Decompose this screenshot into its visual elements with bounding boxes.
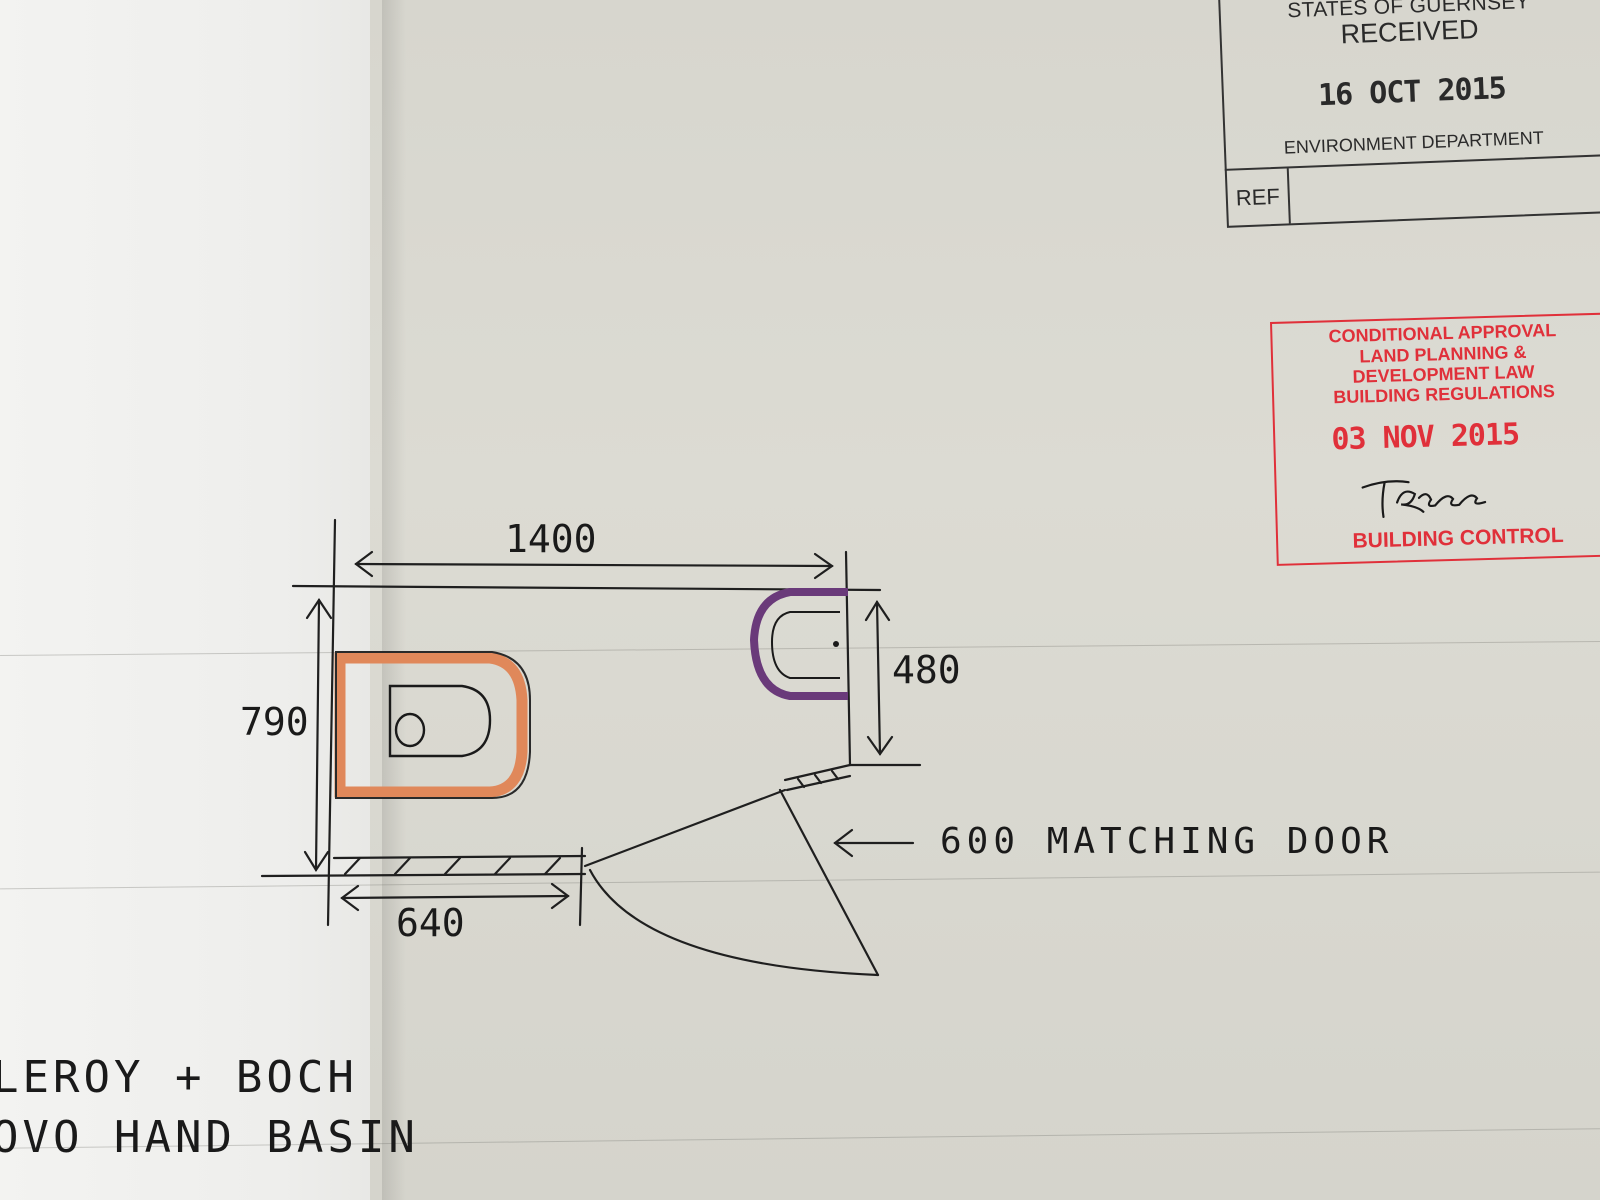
dim-arrow	[303, 850, 330, 873]
approval-stamp: CONDITIONAL APPROVAL LAND PLANNING & DEV…	[1270, 312, 1600, 566]
dim-line-bottom	[340, 894, 570, 900]
dim-label-depth: 790	[240, 700, 309, 744]
approval-signature	[1361, 480, 1487, 519]
approval-stamp-date: 03 NOV 2015	[1330, 417, 1520, 458]
wc-symbol	[334, 651, 531, 799]
door-leaf	[583, 788, 787, 868]
approval-stamp-department: BUILDING CONTROL	[1352, 523, 1564, 553]
basin-symbol	[749, 588, 848, 700]
product-note-model: OVO HAND BASIN	[0, 1112, 419, 1163]
dim-arrow	[305, 598, 333, 620]
dim-arrow	[354, 550, 374, 578]
top-wall	[291, 584, 882, 592]
product-note-brand: LEROY + BOCH	[0, 1052, 358, 1103]
door-note-arrowhead	[833, 828, 854, 858]
dim-arrow	[864, 599, 891, 622]
dim-label-width: 1400	[505, 517, 597, 561]
received-stamp: STATES OF GUERNSEY RECEIVED 16 OCT 2015 …	[1218, 0, 1600, 230]
wall-hatching	[343, 856, 562, 876]
dim-line-width	[354, 562, 834, 568]
left-wall	[326, 518, 337, 927]
paper-main-sheet	[370, 0, 1600, 1200]
dim-arrow	[340, 884, 360, 912]
bottom-wall	[260, 872, 587, 878]
paper-fold-shadow	[382, 0, 406, 1200]
door-frame	[785, 774, 852, 792]
door-leaf-outer	[778, 788, 880, 977]
dim-label-basin: 480	[892, 648, 961, 692]
right-wall	[844, 550, 852, 767]
door-frame	[783, 763, 852, 782]
dim-line-basin	[875, 600, 882, 756]
received-stamp-ref-label: REF	[1226, 168, 1291, 226]
wall-end-tick	[578, 846, 584, 927]
bottom-wall-inner	[332, 854, 587, 860]
dim-line-depth	[314, 598, 321, 872]
dim-arrow	[813, 552, 834, 580]
dim-arrow	[866, 735, 894, 756]
door-note: 600 MATCHING DOOR	[940, 821, 1393, 862]
dim-label-bottom: 640	[396, 901, 465, 945]
dim-arrow	[550, 882, 570, 910]
door-swing-arc	[588, 868, 880, 977]
